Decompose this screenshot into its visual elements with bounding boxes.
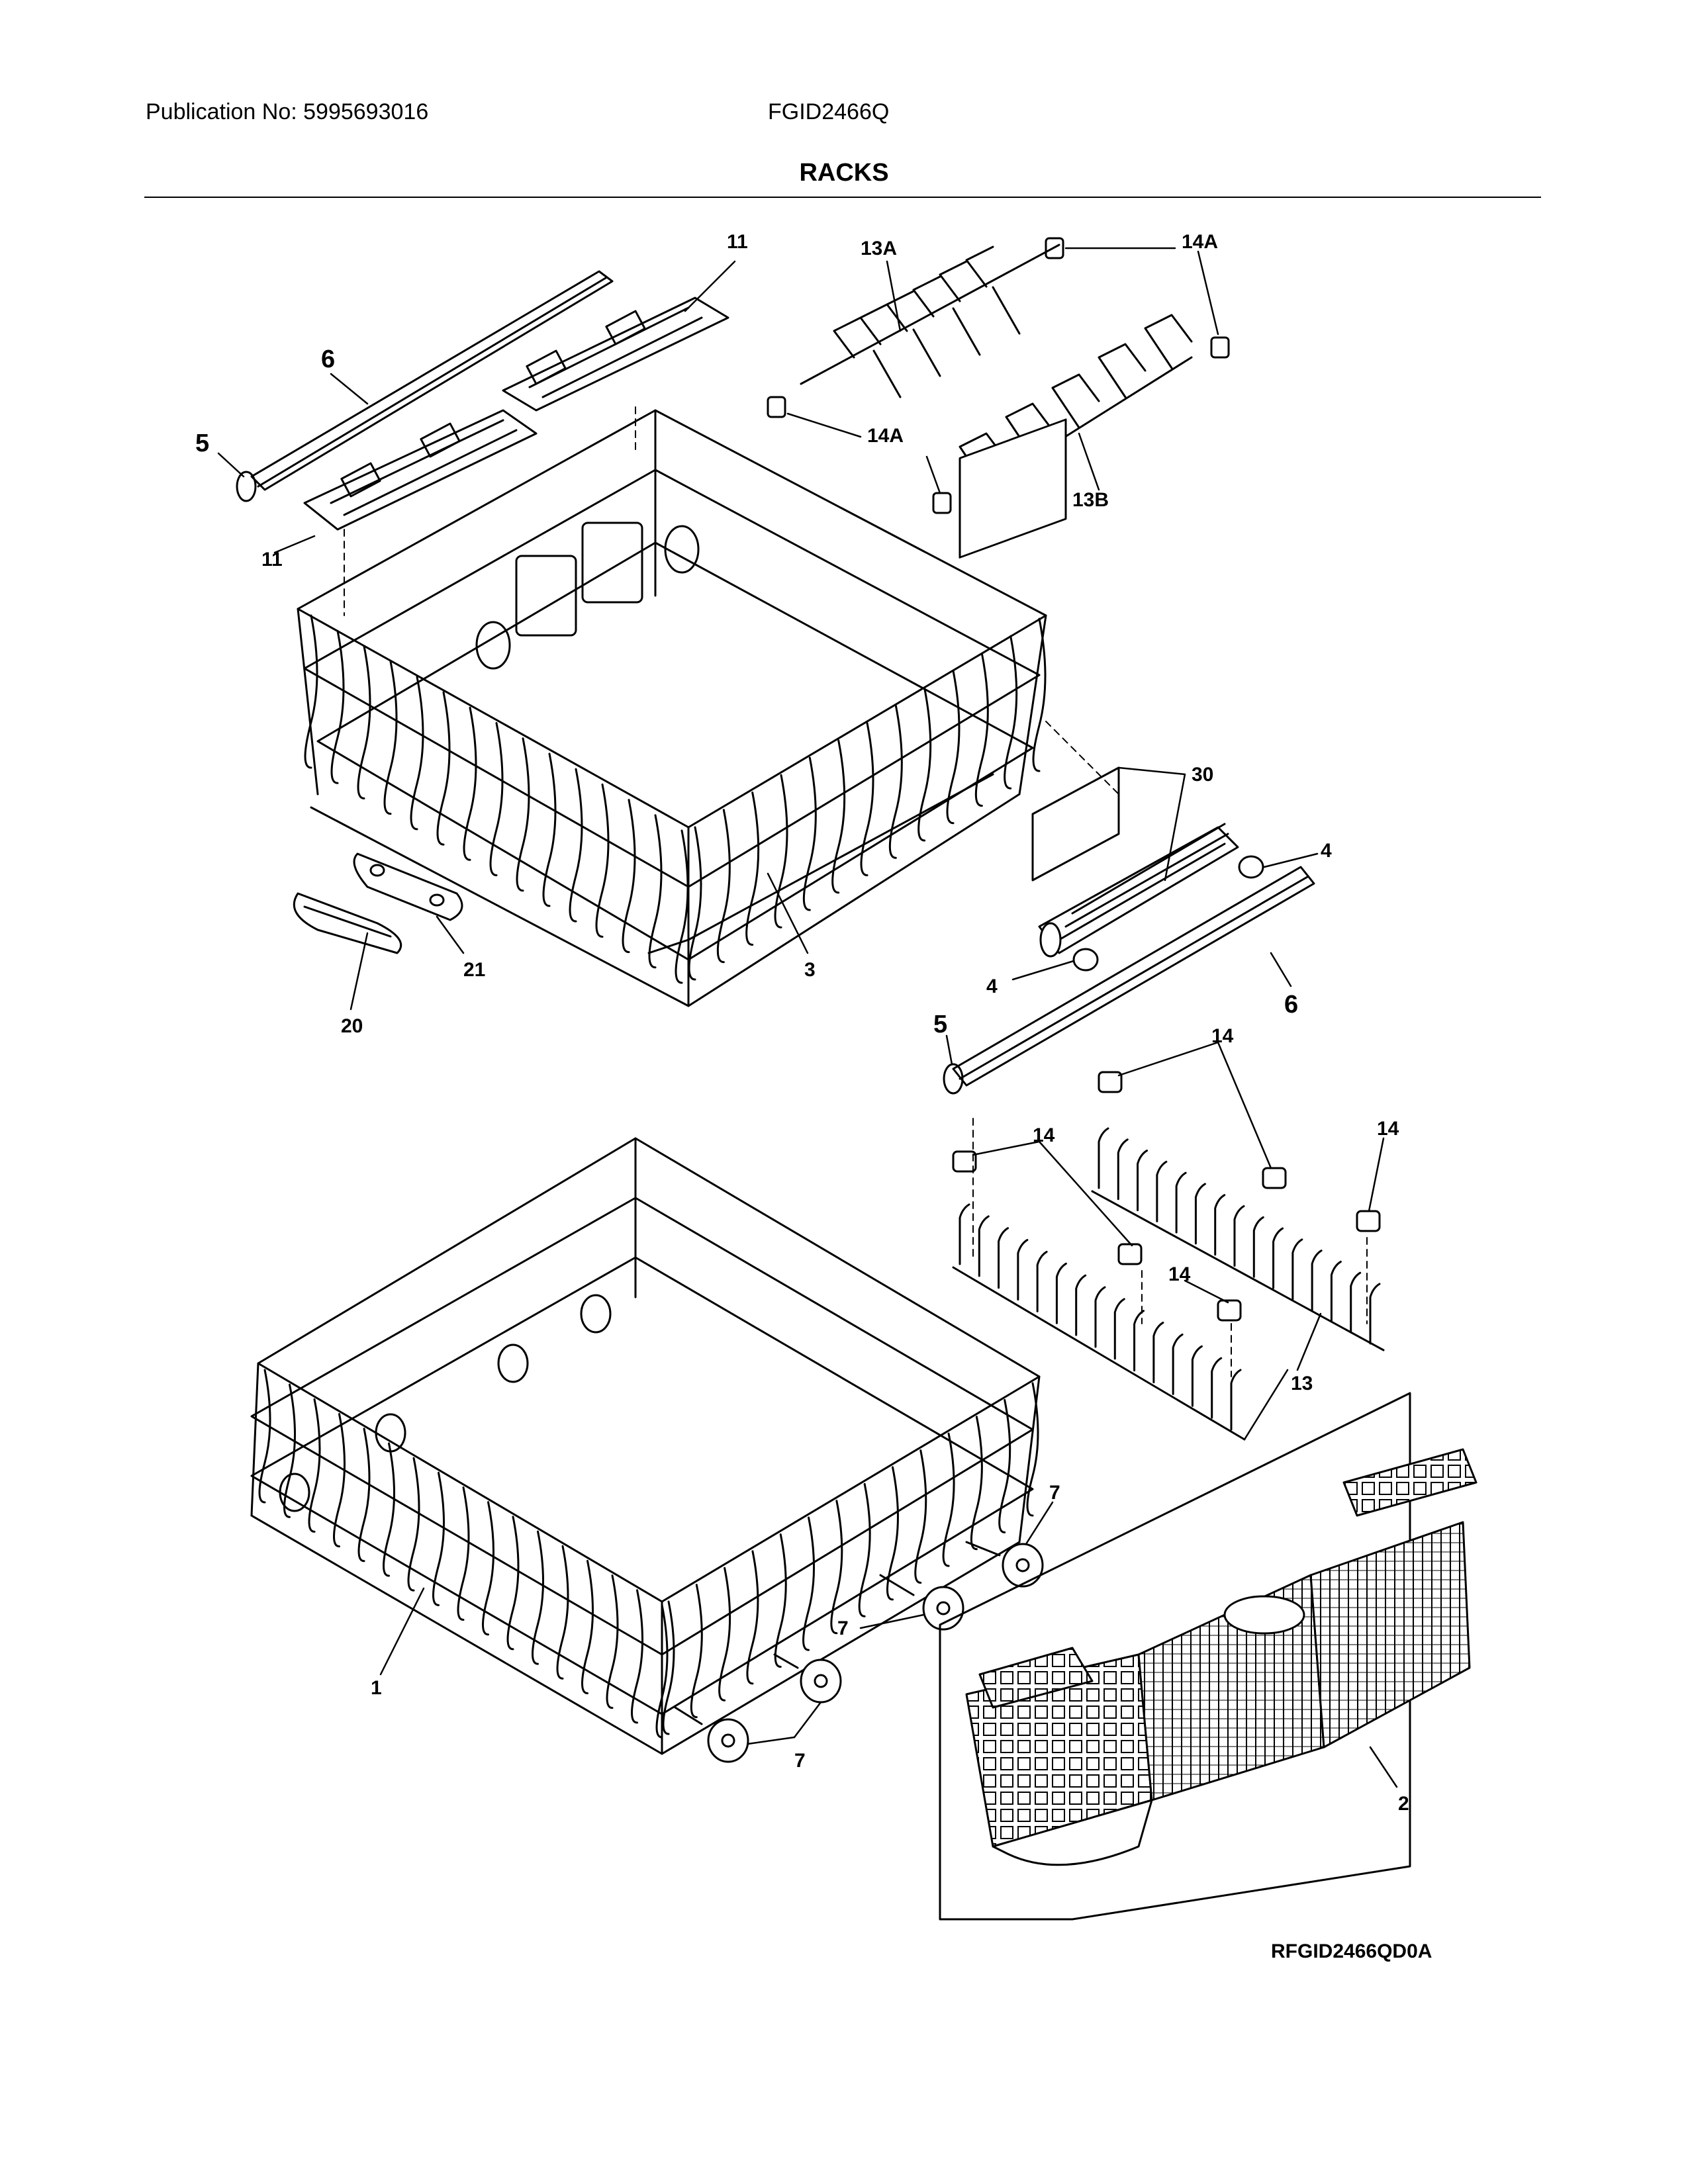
callout-7: 7	[794, 1750, 806, 1772]
tine-clip-14-6	[1356, 1210, 1381, 1232]
page-title: RACKS	[799, 159, 889, 187]
callout-14A: 14A	[1182, 231, 1218, 253]
upper-rack	[297, 409, 1047, 1007]
callout-14: 14	[1211, 1025, 1234, 1047]
diagram-id: RFGID2466QD0A	[1271, 1940, 1432, 1962]
tine-clip-14A-right	[1210, 336, 1230, 359]
lower-rack	[250, 1137, 1041, 1755]
callout-13B: 13B	[1072, 489, 1109, 511]
callout-21: 21	[463, 959, 485, 981]
rack-nameplate	[293, 892, 402, 954]
adjuster-roller-right	[1238, 855, 1264, 879]
cup-shelf-rear	[502, 296, 729, 412]
callout-4: 4	[986, 976, 998, 997]
rack-wheel-3	[773, 1653, 842, 1704]
rail-end-cap-top	[236, 471, 257, 502]
callout-6: 6	[321, 345, 335, 373]
tine-clip-14A-top	[1045, 237, 1064, 259]
fold-down-tines-front	[952, 1203, 1246, 1441]
tine-clip-14-4	[1117, 1243, 1143, 1265]
model-number: FGID2466Q	[768, 99, 890, 124]
callout-3: 3	[804, 959, 816, 981]
tine-clip-14-5	[1217, 1299, 1242, 1322]
callout-13A: 13A	[861, 238, 897, 259]
callout-14: 14	[1168, 1263, 1191, 1285]
callout-4: 4	[1321, 840, 1332, 862]
rack-rail-top	[250, 270, 614, 491]
lower-rack-side-wheels	[279, 1294, 612, 1512]
nameplate-bracket	[353, 852, 463, 921]
callout-14A: 14A	[867, 425, 904, 447]
callout-30: 30	[1192, 764, 1213, 786]
tine-clip-14A-left	[767, 396, 786, 418]
callout-7: 7	[1049, 1482, 1060, 1504]
assembly-guide-lines	[344, 406, 1368, 1377]
callout-14: 14	[1033, 1124, 1055, 1146]
callout-1: 1	[371, 1677, 382, 1699]
tine-clip-14-3	[952, 1150, 977, 1173]
silverware-basket	[965, 1448, 1477, 1866]
callout-6: 6	[1284, 991, 1298, 1019]
leader-lines	[217, 247, 1398, 1788]
upper-rack-wires	[304, 614, 1047, 984]
lower-rack-wires	[258, 1369, 1039, 1739]
callout-11: 11	[261, 549, 283, 570]
callout-13: 13	[1291, 1373, 1313, 1394]
tine-clip-14-1	[1098, 1071, 1123, 1093]
tine-assembly-13A	[800, 244, 1060, 398]
callout-11: 11	[727, 231, 748, 253]
fold-down-tines-rear	[1091, 1127, 1385, 1351]
rack-wheel-4	[674, 1706, 749, 1763]
adjuster-roller-left	[1072, 948, 1099, 972]
callout-20: 20	[341, 1015, 363, 1037]
rail-end-cap-bottom	[943, 1063, 964, 1095]
callout-5: 5	[195, 430, 209, 457]
upper-rack-tine-holder	[475, 522, 700, 670]
callout-7: 7	[837, 1617, 849, 1639]
tine-clip-14-2	[1262, 1167, 1287, 1189]
header-rule	[144, 197, 1541, 198]
callout-2: 2	[1398, 1793, 1409, 1815]
cup-shelf-front	[303, 409, 538, 531]
tine-clip-14A-bottom	[932, 492, 952, 514]
callout-14: 14	[1377, 1118, 1399, 1140]
rack-height-adjuster	[959, 418, 1239, 958]
publication-number: Publication No: 5995693016	[146, 99, 429, 124]
silverware-basket-frame	[939, 1392, 1411, 1921]
callout-labels: 11 6 5 11 13A 14A 14A 13B 30 4 4 6 5 3 2…	[195, 231, 1409, 1815]
rack-wheel-1	[965, 1541, 1044, 1588]
callout-5: 5	[933, 1011, 947, 1038]
